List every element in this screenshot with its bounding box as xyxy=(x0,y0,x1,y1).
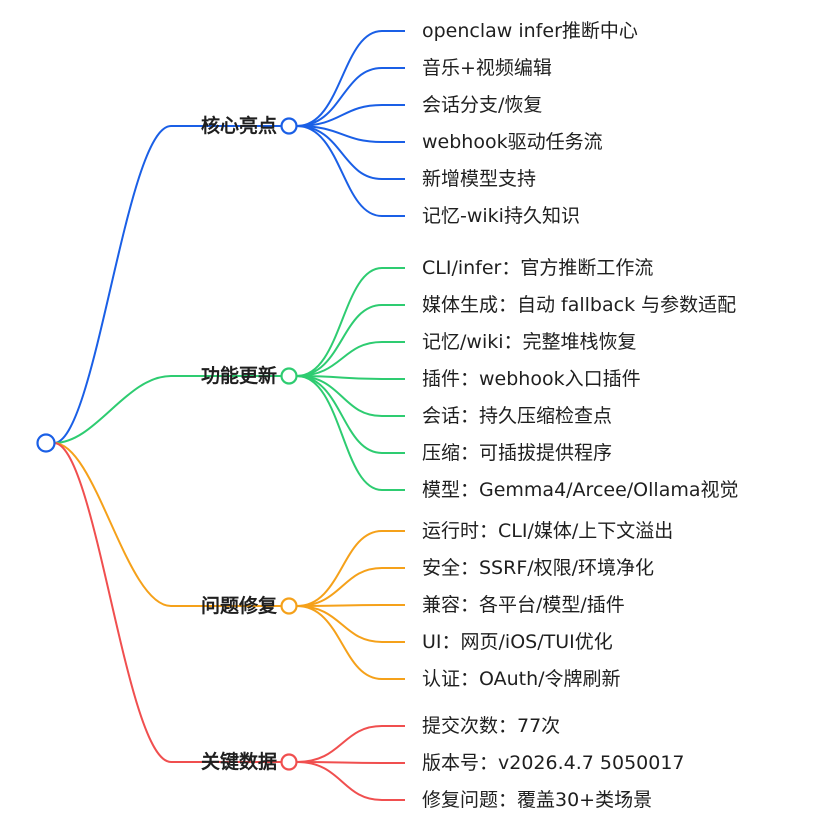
root-link-0 xyxy=(53,125,281,444)
leaf-node: openclaw infer推断中心 xyxy=(422,20,638,42)
leaf-node: 压缩：可插拔提供程序 xyxy=(422,442,613,464)
leaf-node: 认证：OAuth/令牌刷新 xyxy=(422,668,621,690)
leaf-node: UI：网页/iOS/TUI优化 xyxy=(422,631,613,653)
leaf-link xyxy=(296,104,405,127)
leaf-link xyxy=(296,761,405,801)
leaf-node: CLI/infer：官方推断工作流 xyxy=(422,257,654,279)
leaf-node: 插件：webhook入口插件 xyxy=(422,368,641,390)
leaf-node: 会话：持久压缩检查点 xyxy=(422,405,613,427)
leaf-link xyxy=(296,304,405,377)
leaf-link xyxy=(296,30,405,127)
leaf-node: 修复问题：覆盖30+类场景 xyxy=(422,789,653,811)
leaf-link xyxy=(296,605,405,643)
leaf-node: 提交次数：77次 xyxy=(422,715,561,737)
leaf-link xyxy=(296,375,405,454)
branch-node-circle xyxy=(280,367,298,385)
branch-node-circle xyxy=(280,753,298,771)
leaf-link xyxy=(296,125,405,180)
leaf-node: 运行时：CLI/媒体/上下文溢出 xyxy=(422,520,674,542)
leaf-node: 音乐+视频编辑 xyxy=(422,57,552,79)
leaf-link xyxy=(296,375,405,417)
branch-label: 功能更新 xyxy=(200,365,277,387)
leaf-link xyxy=(296,341,405,377)
leaf-link xyxy=(296,267,405,377)
leaf-node: 版本号：v2026.4.7 5050017 xyxy=(422,752,685,774)
branch-node-circle xyxy=(280,117,298,135)
branch-label: 核心亮点 xyxy=(200,115,277,137)
leaf-link xyxy=(296,605,405,680)
leaf-link xyxy=(296,725,405,763)
root-link-1 xyxy=(53,375,281,444)
leaf-link xyxy=(296,530,405,607)
leaf-link xyxy=(296,125,405,217)
leaf-node: 安全：SSRF/权限/环境净化 xyxy=(422,557,655,579)
leaf-link xyxy=(296,375,405,491)
branch-label: 问题修复 xyxy=(200,595,277,617)
leaf-link xyxy=(296,604,405,607)
leaf-link xyxy=(296,761,405,764)
leaf-node: 模型：Gemma4/Arcee/Ollama视觉 xyxy=(422,479,739,501)
leaf-node: webhook驱动任务流 xyxy=(422,131,603,153)
root-link-2 xyxy=(53,442,281,607)
leaf-node: 新增模型支持 xyxy=(422,168,537,190)
leaf-link xyxy=(296,567,405,607)
leaf-node: 兼容：各平台/模型/插件 xyxy=(422,594,625,616)
leaf-link xyxy=(296,375,405,380)
branch-node-circle xyxy=(280,597,298,615)
branch-label: 关键数据 xyxy=(200,751,277,773)
root-link-3 xyxy=(53,442,281,763)
leaf-link xyxy=(296,125,405,143)
leaf-link xyxy=(296,67,405,127)
root-node-circle xyxy=(36,433,56,453)
leaf-node: 会话分支/恢复 xyxy=(422,94,543,116)
leaf-node: 记忆/wiki：完整堆栈恢复 xyxy=(422,331,637,353)
leaf-node: 媒体生成：自动 fallback 与参数适配 xyxy=(422,294,737,316)
leaf-node: 记忆-wiki持久知识 xyxy=(422,205,580,227)
